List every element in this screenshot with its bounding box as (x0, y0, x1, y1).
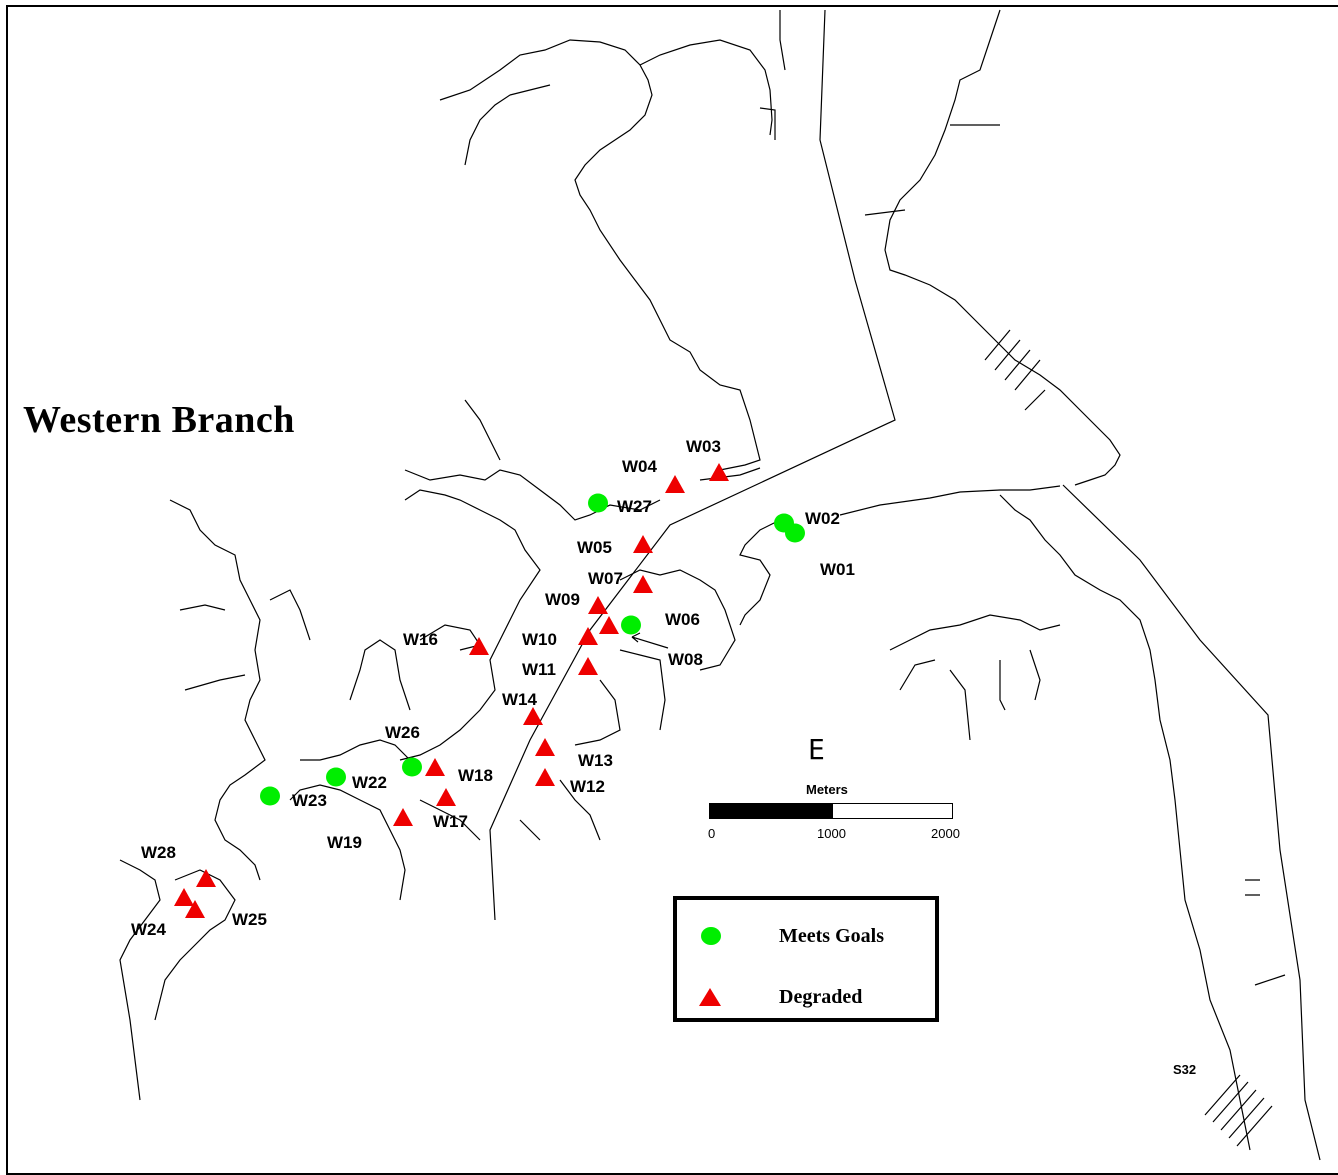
station-labels: W01W02W03W04W05W06W07W08W09W10W11W12W13W… (131, 437, 855, 939)
station-label-w05: W05 (577, 538, 612, 557)
station-marker-w14-degraded (523, 707, 543, 725)
station-label-w12: W12 (570, 777, 605, 796)
station-marker-w06-meets (621, 615, 641, 635)
pier-lines (864, 124, 1046, 411)
station-label-w11: W11 (522, 660, 556, 679)
north-glyph: E (808, 733, 825, 766)
scale-bar (709, 803, 953, 819)
legend-row-degraded: Degraded (677, 976, 935, 1016)
shoreline-east-fingers (889, 614, 1061, 741)
station-label-w13: W13 (578, 751, 613, 770)
station-label-w26: W26 (385, 723, 420, 742)
station-label-w23: W23 (292, 791, 327, 810)
station-marker-w17-degraded (436, 788, 456, 806)
station-label-w03: W03 (686, 437, 721, 456)
shoreline-north-inner (464, 84, 551, 166)
shoreline-west-upper (399, 399, 661, 761)
station-label-w04: W04 (622, 457, 658, 476)
shoreline-layer (119, 9, 1321, 1161)
station-label-w02: W02 (805, 509, 840, 528)
scale-tick-2000: 2000 (931, 826, 960, 841)
legend-row-meets: Meets Goals (677, 915, 935, 955)
station-marker-w08-degraded (599, 616, 619, 634)
station-label-w07: W07 (588, 569, 623, 588)
station-marker-w05-degraded (633, 535, 653, 553)
legend-meets-label: Meets Goals (779, 925, 884, 947)
station-label-w14: W14 (502, 690, 538, 709)
station-marker-w28-degraded (196, 869, 216, 887)
meets-goals-icon (701, 927, 721, 945)
station-marker-w23-meets (260, 786, 280, 806)
station-marker-w04-degraded (665, 475, 685, 493)
station-marker-w10-degraded (578, 627, 598, 645)
shoreline-north-east (779, 9, 1121, 486)
shoreline-east-central (699, 467, 1251, 1151)
station-marker-w27-meets (588, 493, 608, 513)
station-marker-w26-meets (402, 757, 422, 777)
station-label-w18: W18 (458, 766, 493, 785)
channel-right (1062, 484, 1321, 1161)
station-label-w22: W22 (352, 773, 387, 792)
station-label-w10: W10 (522, 630, 557, 649)
arrow-w08 (631, 636, 669, 649)
channel-left (489, 9, 896, 921)
station-label-w24: W24 (131, 920, 167, 939)
station-label-w27: W27 (617, 497, 652, 516)
scale-bar-black (710, 804, 833, 818)
shoreline-west-south (519, 569, 736, 841)
station-marker-w22-meets (326, 767, 346, 787)
shoreline-west-south-arm (119, 859, 236, 1101)
scale-tick-0: 0 (708, 826, 716, 841)
station-label-w16: W16 (403, 630, 438, 649)
station-label-w09: W09 (545, 590, 580, 609)
map-title: Western Branch (23, 399, 295, 441)
station-marker-w12-degraded (535, 768, 555, 786)
station-marker-w03-degraded (709, 463, 729, 481)
shoreline-west-inlets (179, 589, 481, 691)
station-marker-w19-degraded (393, 808, 413, 826)
station-label-w19: W19 (327, 833, 362, 852)
station-marker-w25-degraded (185, 900, 205, 918)
station-label-w06: W06 (665, 610, 700, 629)
legend-degraded-label: Degraded (779, 986, 863, 1008)
legend: Meets Goals Degraded (673, 896, 939, 1022)
shoreline-north (439, 39, 776, 471)
station-marker-w18-degraded (425, 758, 445, 776)
station-label-s32: S32 (1173, 1062, 1197, 1077)
degraded-icon (699, 988, 721, 1006)
station-label-w01: W01 (820, 560, 855, 579)
scale-tick-1000: 1000 (817, 826, 846, 841)
station-markers (174, 463, 805, 918)
station-marker-w02-meets (774, 513, 794, 533)
scale-title: Meters (806, 782, 848, 797)
station-label-w17: W17 (433, 812, 468, 831)
station-marker-w24-degraded (174, 888, 194, 906)
station-label-w08: W08 (668, 650, 703, 669)
station-label-w28: W28 (141, 843, 176, 862)
pier-south (1204, 879, 1286, 1147)
station-marker-w13-degraded (535, 738, 555, 756)
arrow-w08-head (631, 632, 641, 643)
station-marker-w07-degraded (633, 575, 653, 593)
station-marker-w16-degraded (469, 637, 489, 655)
station-marker-w11-degraded (578, 657, 598, 675)
station-label-w25: W25 (232, 910, 267, 929)
shoreline-west-branch (169, 499, 481, 901)
station-marker-w09-degraded (588, 596, 608, 614)
